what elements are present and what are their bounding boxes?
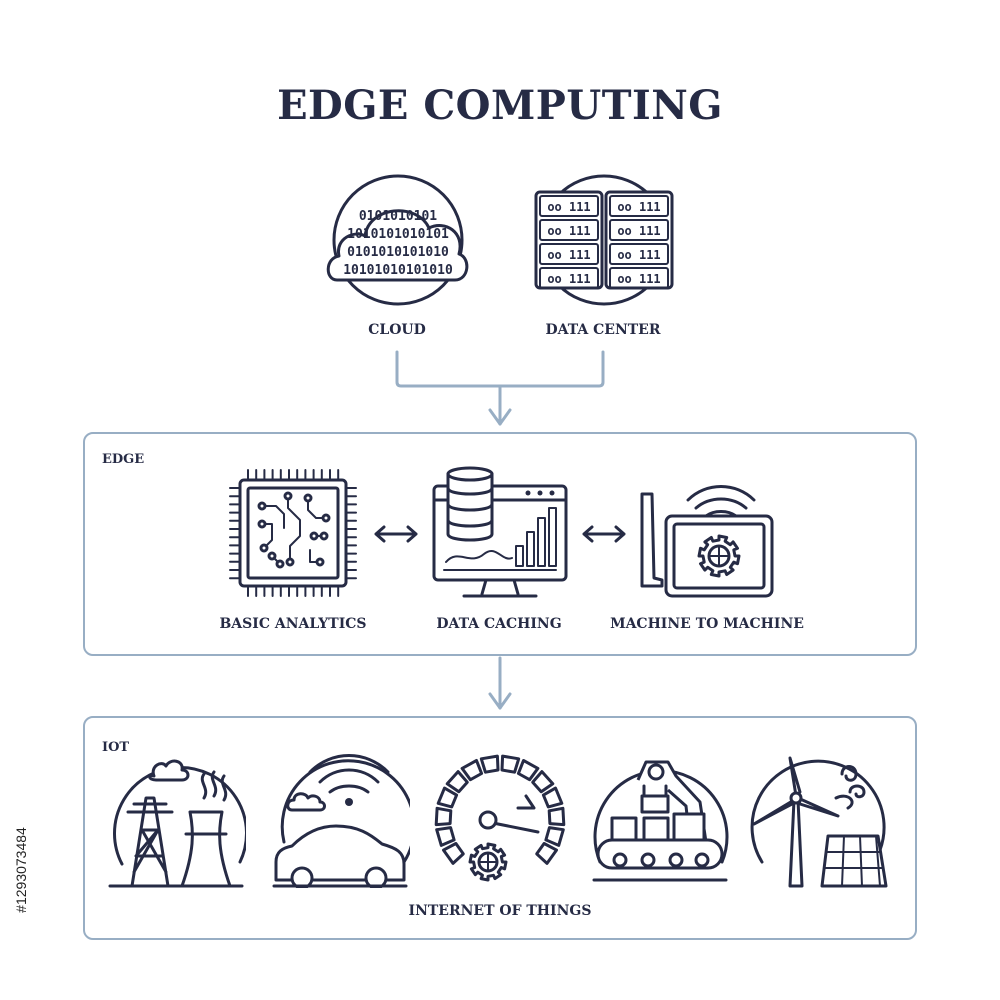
double-arrow-icon [372, 524, 420, 544]
edge-panel-title: EDGE [102, 452, 145, 467]
svg-text:oo 111: oo 111 [617, 272, 660, 286]
svg-text:oo 111: oo 111 [617, 200, 660, 214]
svg-text:oo 111: oo 111 [547, 224, 590, 238]
iot-panel [83, 716, 917, 940]
wind-solar-icon [750, 752, 890, 888]
cloud-binary-row: 1010101010101 [347, 227, 449, 242]
speed-gauge-icon [430, 752, 570, 888]
internet-of-things-label: INTERNET OF THINGS [408, 903, 592, 919]
svg-text:oo 111: oo 111 [547, 200, 590, 214]
data-caching-label: DATA CACHING [436, 616, 562, 632]
svg-text:oo 111: oo 111 [547, 248, 590, 262]
double-arrow-icon [580, 524, 628, 544]
edge-panel [83, 432, 917, 656]
power-plant-icon [106, 752, 246, 888]
monitor-database-icon [430, 466, 570, 600]
m2m-device-icon [636, 476, 778, 604]
connected-car-icon [270, 752, 410, 888]
svg-text:oo 111: oo 111 [547, 272, 590, 286]
server-rack-icon: oo 111 oo 111 oo 111 oo 111 oo 111 oo 111 oo 1… [534, 172, 674, 308]
side-stock-id-text: #1293073484 [13, 827, 29, 913]
robot-conveyor-icon [590, 752, 730, 888]
cloud-binary-row: 10101010101010 [343, 263, 453, 278]
page-title: EDGE COMPUTING [277, 82, 723, 129]
datacenter-label: DATA CENTER [545, 322, 661, 338]
iot-panel-title: IOT [102, 740, 130, 755]
svg-text:oo 111: oo 111 [617, 224, 660, 238]
svg-text:oo 111: oo 111 [617, 248, 660, 262]
cloud-binary-row: 0101010101010 [347, 245, 449, 260]
cloud-binary-icon: 0101010101 1010101010101 0101010101010 1… [325, 172, 471, 308]
cloud-label: CLOUD [368, 322, 426, 338]
side-stock-id: #1293073484 [4, 760, 38, 980]
basic-analytics-label: BASIC ANALYTICS [219, 616, 367, 632]
processor-chip-icon [228, 466, 358, 600]
cloud-binary-row: 0101010101 [359, 209, 437, 224]
machine-to-machine-label: MACHINE TO MACHINE [610, 616, 804, 632]
